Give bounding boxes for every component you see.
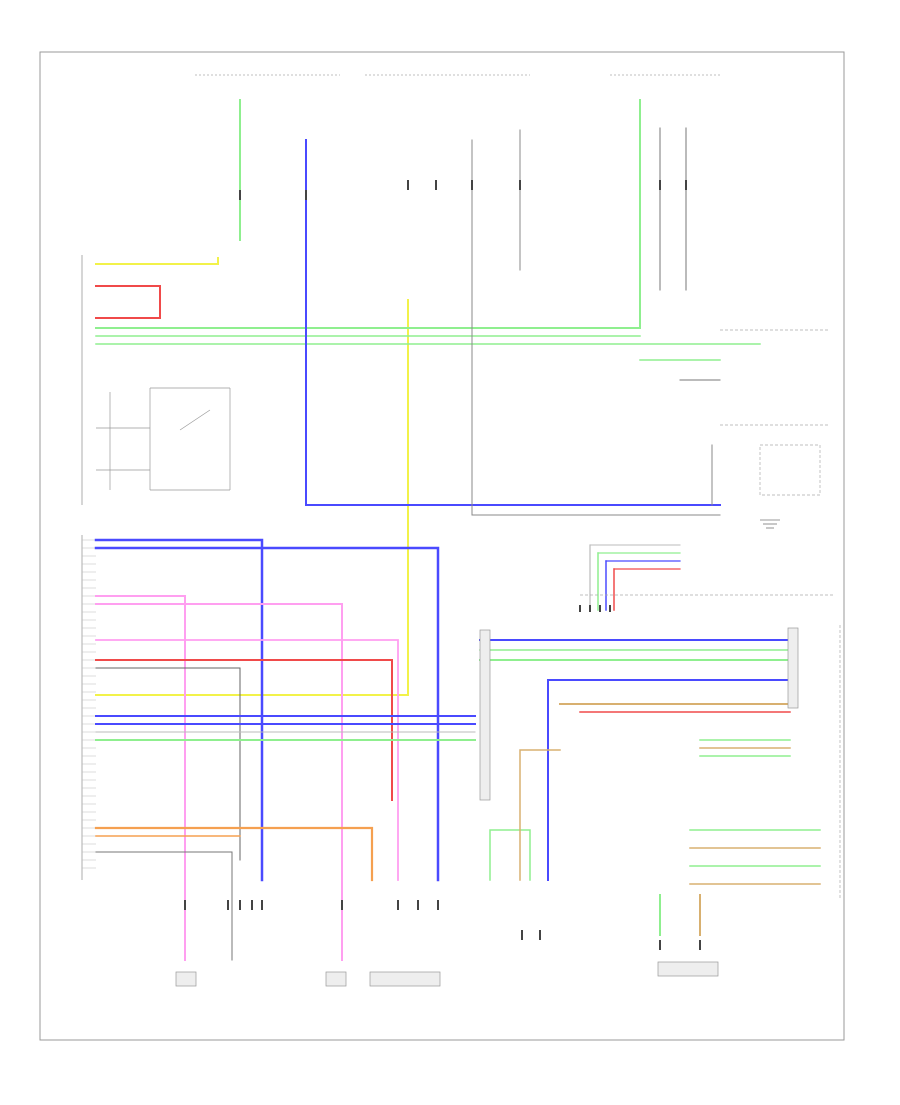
combination-switch (96, 387, 231, 491)
connector-blocks (175, 627, 799, 987)
wires (94, 99, 821, 961)
connector-pins (184, 180, 701, 950)
internal-sections (580, 329, 841, 900)
ground-symbol (760, 519, 780, 529)
headlight-control-ecu (81, 255, 96, 880)
diagram-frame (39, 51, 845, 1041)
